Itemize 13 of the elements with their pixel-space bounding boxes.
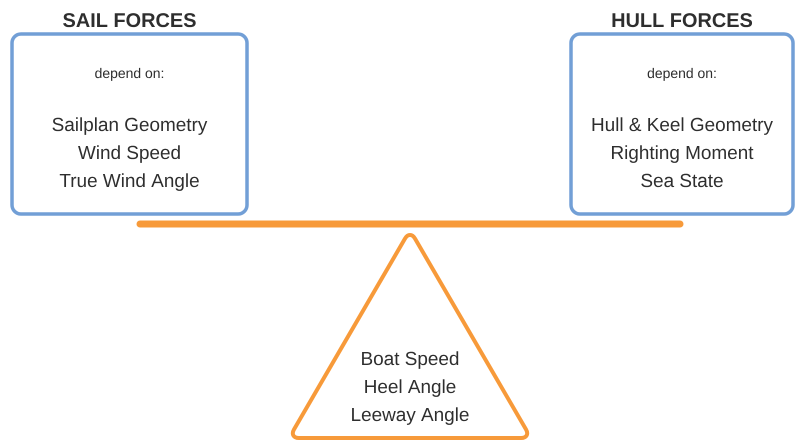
factor-text: Righting Moment [612,145,754,163]
factor-text: Sailplan Geometry [52,117,208,135]
box-heading: SAIL FORCES [63,13,196,28]
box-subtitle: depend on: [95,68,164,81]
factor-text: Wind Speed [78,145,180,163]
box-subtitle: depend on: [648,68,716,81]
box-heading: HULL FORCES [612,13,752,28]
factor-text: Boat Speed [362,351,458,369]
factor-text: Sea State [641,174,723,188]
factor-text: Leeway Angle [352,407,469,425]
factor-text: Heel Angle [365,379,456,397]
factor-text: Hull & Keel Geometry [592,117,773,135]
factor-text: True Wind Angle [60,173,199,191]
